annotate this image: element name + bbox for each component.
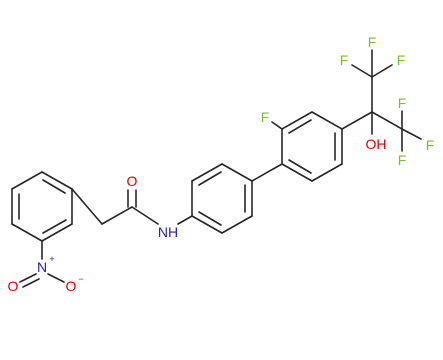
nitro-oxygen-charge: −	[78, 274, 83, 284]
nitro-oxygen-left-label: O	[8, 278, 19, 294]
nitro-nitrogen-label: N	[37, 259, 47, 275]
bond	[288, 159, 312, 174]
cf3-top-fluorine-3: F	[397, 52, 406, 68]
cf3-top-fluorine-2: F	[340, 52, 349, 68]
bond	[71, 188, 103, 225]
amide-nh-label: NH	[158, 224, 178, 240]
bond	[131, 206, 159, 225]
bond	[371, 64, 393, 78]
bond	[191, 215, 223, 234]
phenylene-ring	[191, 163, 253, 234]
hydroxyl-label: OH	[366, 136, 387, 152]
bond	[198, 211, 222, 226]
bond	[281, 111, 313, 130]
bond	[22, 278, 40, 288]
cf3-top-fluorine-1: F	[368, 34, 377, 50]
acetamide-linker: O NH	[71, 173, 193, 240]
nitro-oxygen-right-label: O	[66, 278, 77, 294]
bond	[311, 163, 343, 182]
bond	[19, 273, 37, 283]
bond	[351, 64, 373, 78]
bond	[401, 128, 422, 140]
bond	[221, 215, 253, 234]
cf3-right-fluorine-3: F	[398, 152, 407, 168]
bond	[191, 163, 223, 182]
bond	[47, 273, 65, 283]
carbonyl-oxygen-label: O	[127, 173, 138, 189]
bond	[41, 223, 73, 242]
bond	[311, 111, 343, 130]
bond	[281, 163, 313, 182]
bond	[221, 163, 253, 182]
bond	[371, 111, 403, 130]
cf3-right-fluorine-1: F	[398, 95, 407, 111]
bond	[11, 171, 43, 190]
fluorophenyl-ring: F	[261, 109, 343, 182]
bond	[11, 223, 43, 242]
bond	[288, 119, 312, 134]
bond	[41, 171, 73, 190]
nitro-nitrogen-charge: +	[49, 254, 54, 264]
bond	[42, 179, 66, 194]
bond	[177, 215, 193, 225]
bond	[42, 219, 67, 234]
bond	[198, 171, 222, 186]
bond	[341, 111, 373, 130]
nitro-group: N + O O −	[8, 240, 84, 294]
hexafluoro-carbinol: F F F OH F F F	[340, 34, 435, 168]
aryl-fluorine-label: F	[261, 109, 270, 125]
biaryl-bond	[251, 163, 283, 182]
bond	[101, 206, 133, 225]
cf3-right-fluorine-2: F	[426, 137, 435, 153]
nitrophenyl-ring	[11, 171, 73, 242]
bond	[271, 121, 283, 130]
